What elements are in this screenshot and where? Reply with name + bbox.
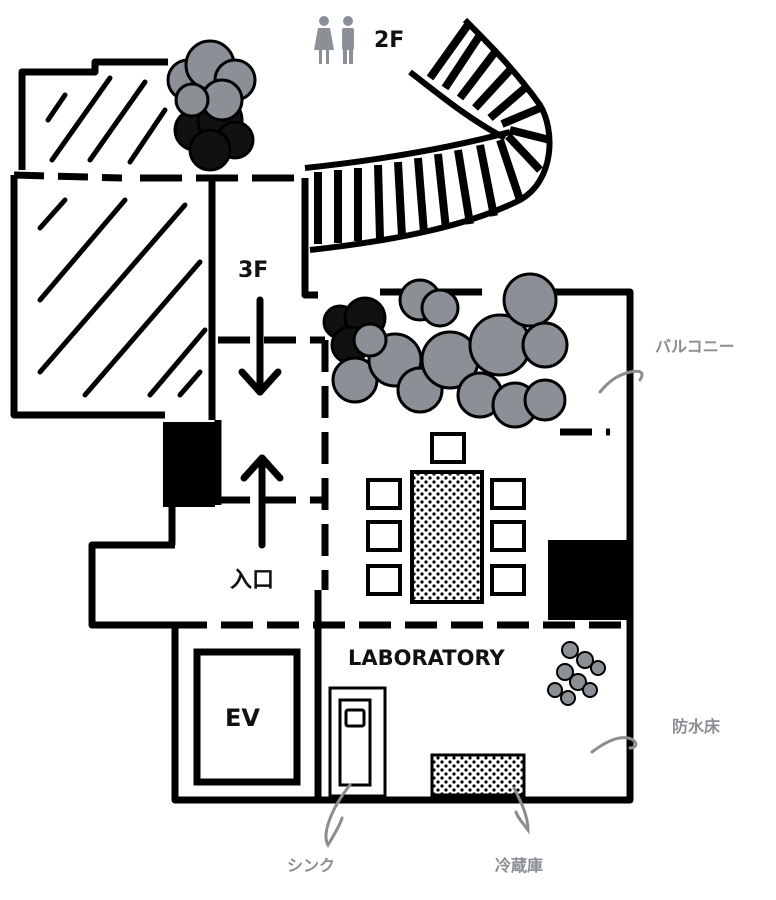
balcony-label: バルコニー	[655, 337, 735, 356]
lab-table	[366, 432, 526, 604]
floor-label-3f: 3F	[238, 258, 269, 283]
top-left-room	[18, 58, 168, 170]
storage-block	[10, 171, 305, 420]
floor-label-2f: 2F	[374, 28, 405, 53]
sink	[328, 686, 387, 798]
waterproof-floor-label: 防水床	[672, 717, 721, 736]
laboratory-label: LABORATORY	[348, 646, 505, 670]
stairs-icon	[304, 17, 553, 253]
dashed-partitions	[175, 336, 630, 629]
refrigerator	[430, 753, 526, 797]
elevator-label: EV	[225, 704, 260, 732]
elevator	[193, 648, 301, 786]
refrigerator-label: 冷蔵庫	[495, 856, 544, 875]
sink-label: シンク	[287, 856, 336, 875]
plant-cluster	[547, 641, 606, 706]
arrow-up-icon	[240, 454, 284, 549]
entrance-label: 入口	[230, 568, 275, 593]
tree-icon	[166, 39, 569, 429]
pillar-right	[548, 540, 628, 620]
annotation-leaders	[324, 369, 644, 848]
walls	[88, 178, 634, 804]
restroom-icon	[314, 16, 354, 64]
arrow-down-icon	[238, 296, 282, 396]
pillar-left	[163, 422, 215, 507]
